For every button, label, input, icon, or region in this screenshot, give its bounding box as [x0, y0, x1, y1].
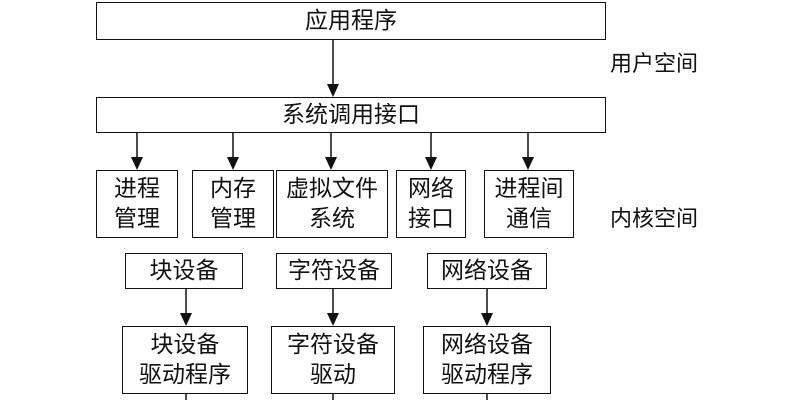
arrowhead-ipc [522, 157, 534, 170]
driver-line1: 块设备 [150, 332, 220, 358]
driver-line2: 驱动程序 [139, 362, 231, 388]
driver-line2: 驱动 [310, 362, 356, 388]
driver-block: 块设备 驱动程序 [122, 326, 248, 394]
subsystem-network-interface: 网络 接口 [396, 170, 466, 238]
arrowhead-block-driver [180, 313, 192, 326]
device-type-block: 块设备 [125, 253, 243, 289]
subsystem-line2: 系统 [309, 206, 355, 232]
subsystem-ipc: 进程间 通信 [484, 170, 574, 238]
device-type-character: 字符设备 [276, 253, 392, 289]
driver-line1: 字符设备 [287, 332, 379, 358]
subsystem-virtual-file-system: 虚拟文件 系统 [276, 170, 388, 238]
subsystem-line1: 进程 [114, 176, 160, 202]
arrowhead-process-mgmt [131, 157, 143, 170]
subsystem-line1: 进程间 [494, 176, 564, 202]
arrowhead-char-driver [327, 313, 339, 326]
device-type-label: 网络设备 [441, 258, 533, 284]
user-space-label: 用户空间 [610, 52, 699, 77]
subsystem-line2: 接口 [408, 206, 454, 232]
subsystem-line1: 内存 [210, 176, 256, 202]
subsystem-line1: 网络 [408, 176, 454, 202]
device-type-label: 块设备 [149, 258, 219, 284]
syscall-interface-box: 系统调用接口 [96, 97, 606, 133]
arrowhead-memory-mgmt [227, 157, 239, 170]
syscall-interface-label: 系统调用接口 [282, 102, 420, 128]
driver-network: 网络设备 驱动程序 [423, 326, 551, 394]
application-box: 应用程序 [96, 2, 606, 40]
arrowhead-net-driver [481, 313, 493, 326]
driver-line2: 驱动程序 [441, 362, 533, 388]
subsystem-line2: 管理 [210, 206, 256, 232]
kernel-space-label: 内核空间 [610, 207, 699, 232]
subsystem-line1: 虚拟文件 [286, 176, 378, 202]
subsystem-memory-management: 内存 管理 [192, 170, 274, 238]
subsystem-process-management: 进程 管理 [96, 170, 178, 238]
driver-character: 字符设备 驱动 [271, 326, 395, 394]
arrowhead-app-to-syscall [327, 84, 339, 97]
device-type-label: 字符设备 [288, 258, 380, 284]
device-type-network: 网络设备 [427, 253, 547, 289]
subsystem-line2: 通信 [506, 206, 552, 232]
arrowhead-network-interface [425, 157, 437, 170]
arrowhead-vfs [325, 157, 337, 170]
application-label: 应用程序 [305, 8, 397, 34]
subsystem-line2: 管理 [114, 206, 160, 232]
driver-line1: 网络设备 [441, 332, 533, 358]
